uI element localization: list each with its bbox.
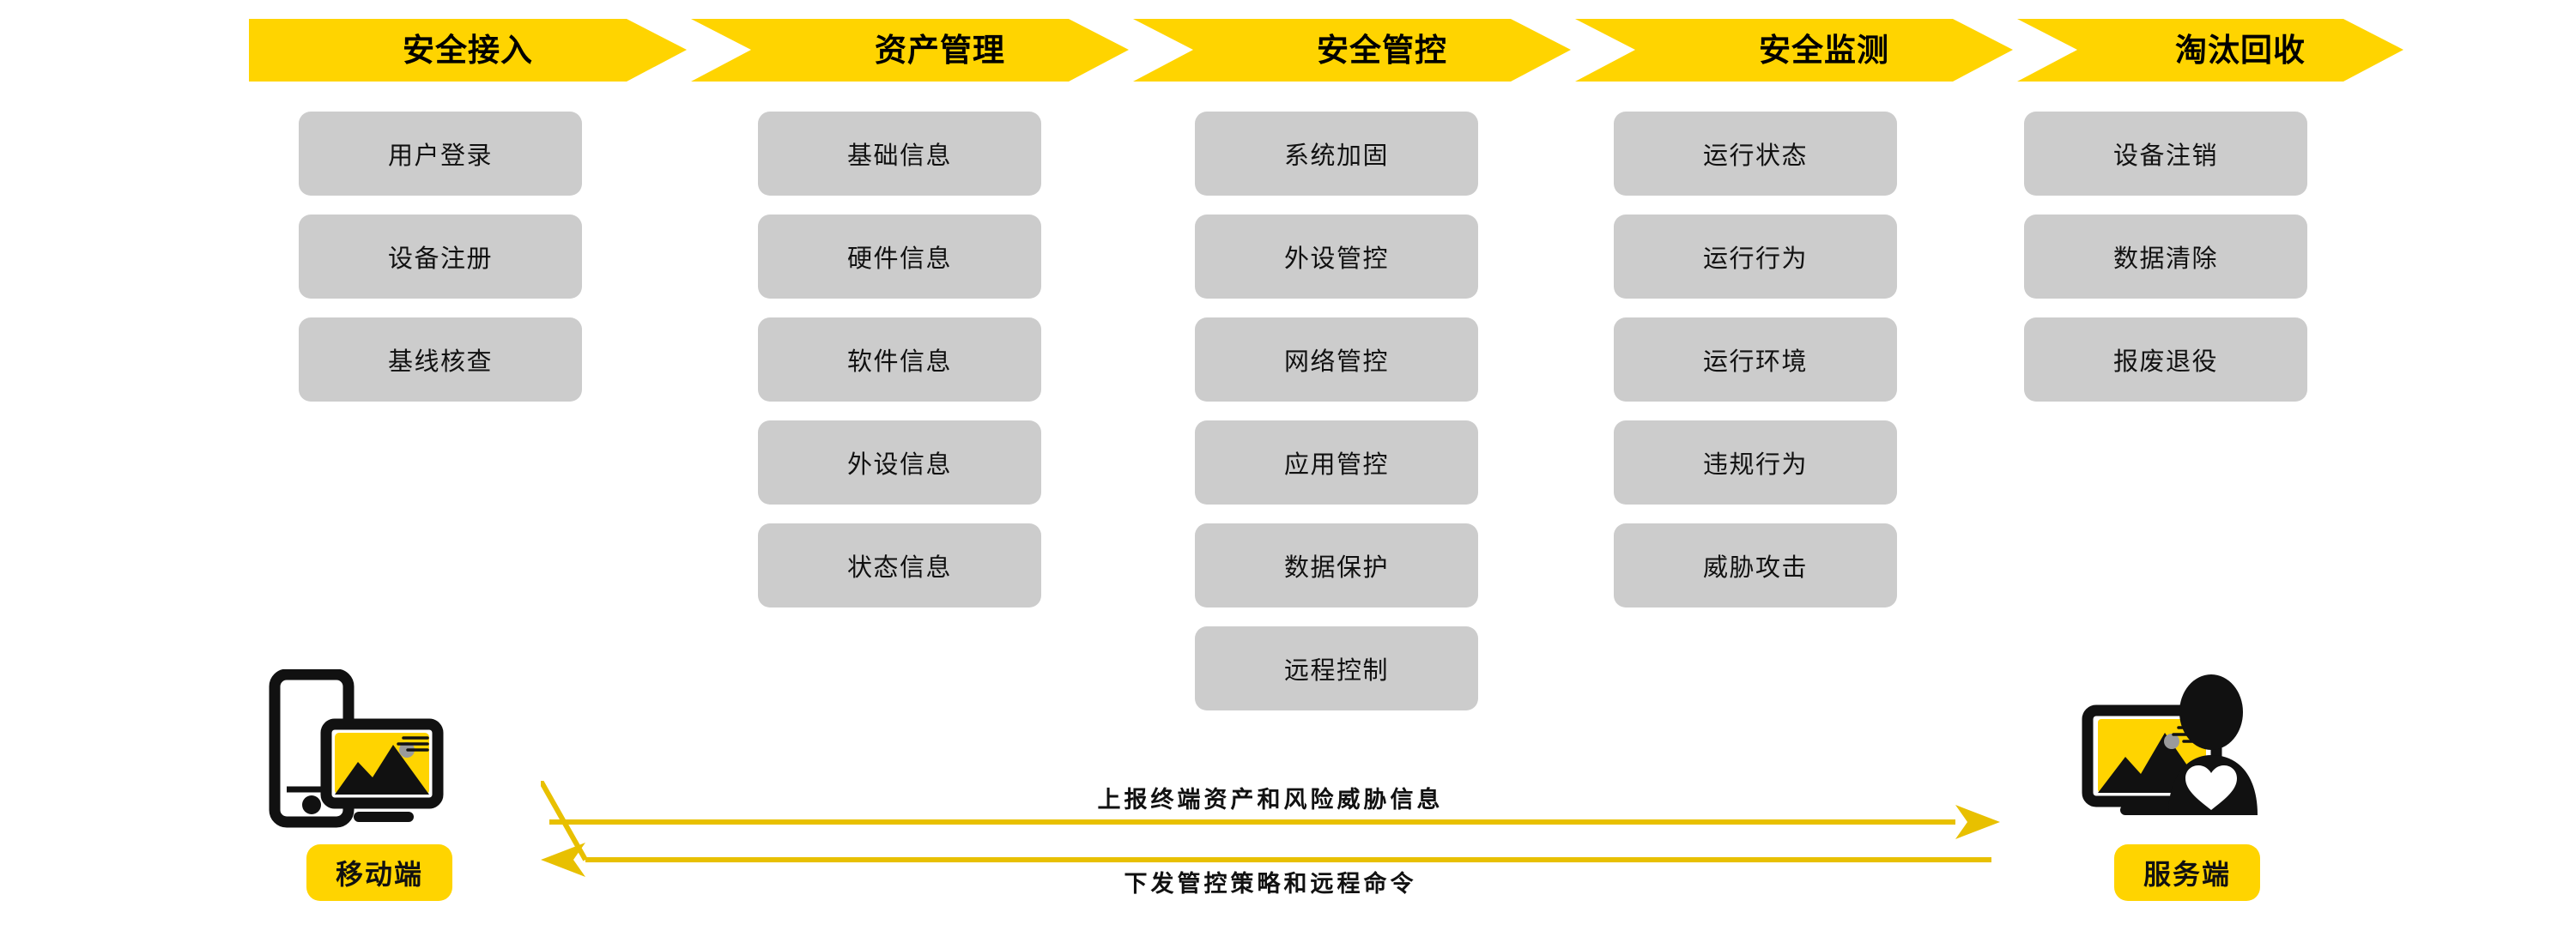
item-box[interactable]: 威胁攻击	[1614, 523, 1897, 607]
mobile-device-and-monitor-icon	[233, 669, 525, 832]
item-box[interactable]: 违规行为	[1614, 420, 1897, 505]
item-box[interactable]: 设备注册	[299, 215, 582, 299]
endpoint-server: 服务端	[2041, 669, 2333, 901]
item-box[interactable]: 报废退役	[2024, 317, 2307, 402]
downlink-caption: 下发管控策略和远程命令	[1124, 871, 1417, 897]
column-asset-management: 基础信息 硬件信息 软件信息 外设信息 状态信息	[758, 112, 1041, 626]
endpoint-mobile: 移动端	[233, 669, 525, 901]
item-box[interactable]: 用户登录	[299, 112, 582, 196]
item-box[interactable]: 硬件信息	[758, 215, 1041, 299]
endpoint-mobile-label: 移动端	[306, 844, 452, 901]
column-security-control: 系统加固 外设管控 网络管控 应用管控 数据保护 远程控制	[1195, 112, 1478, 729]
server-operator-monitor-icon	[2041, 669, 2333, 832]
item-box[interactable]: 应用管控	[1195, 420, 1478, 505]
uplink-caption: 上报终端资产和风险威胁信息	[1097, 787, 1444, 813]
item-box[interactable]: 运行行为	[1614, 215, 1897, 299]
item-box[interactable]: 系统加固	[1195, 112, 1478, 196]
phase-chevron-2[interactable]	[691, 19, 1129, 82]
phase-chevron-1[interactable]	[249, 19, 687, 82]
item-box[interactable]: 运行状态	[1614, 112, 1897, 196]
item-box[interactable]: 基线核查	[299, 317, 582, 402]
item-box[interactable]: 状态信息	[758, 523, 1041, 607]
item-box[interactable]: 设备注销	[2024, 112, 2307, 196]
phase-columns: 用户登录 设备注册 基线核查 基础信息 硬件信息 软件信息 外设信息 状态信息 …	[0, 112, 2576, 747]
phase-chevron-4[interactable]	[1575, 19, 2013, 82]
phase-chevron-5[interactable]	[2017, 19, 2403, 82]
communication-channel: 上报终端资产和风险威胁信息 下发管控策略和远程命令	[541, 781, 2000, 910]
column-security-access: 用户登录 设备注册 基线核查	[299, 112, 582, 420]
column-security-monitoring: 运行状态 运行行为 运行环境 违规行为 威胁攻击	[1614, 112, 1897, 626]
item-box[interactable]: 软件信息	[758, 317, 1041, 402]
phase-chevron-3[interactable]	[1133, 19, 1571, 82]
item-box[interactable]: 数据清除	[2024, 215, 2307, 299]
item-box[interactable]: 网络管控	[1195, 317, 1478, 402]
phase-chevron-band: 安全接入 资产管理 安全管控 安全监测 淘汰回收	[0, 0, 2576, 94]
item-box[interactable]: 数据保护	[1195, 523, 1478, 607]
column-decommission-recycle: 设备注销 数据清除 报废退役	[2024, 112, 2307, 420]
downlink-arrow	[541, 781, 1991, 877]
endpoint-server-label: 服务端	[2113, 844, 2260, 901]
item-box[interactable]: 运行环境	[1614, 317, 1897, 402]
item-box[interactable]: 远程控制	[1195, 626, 1478, 710]
item-box[interactable]: 外设管控	[1195, 215, 1478, 299]
item-box[interactable]: 基础信息	[758, 112, 1041, 196]
item-box[interactable]: 外设信息	[758, 420, 1041, 505]
uplink-arrow	[549, 805, 2000, 839]
